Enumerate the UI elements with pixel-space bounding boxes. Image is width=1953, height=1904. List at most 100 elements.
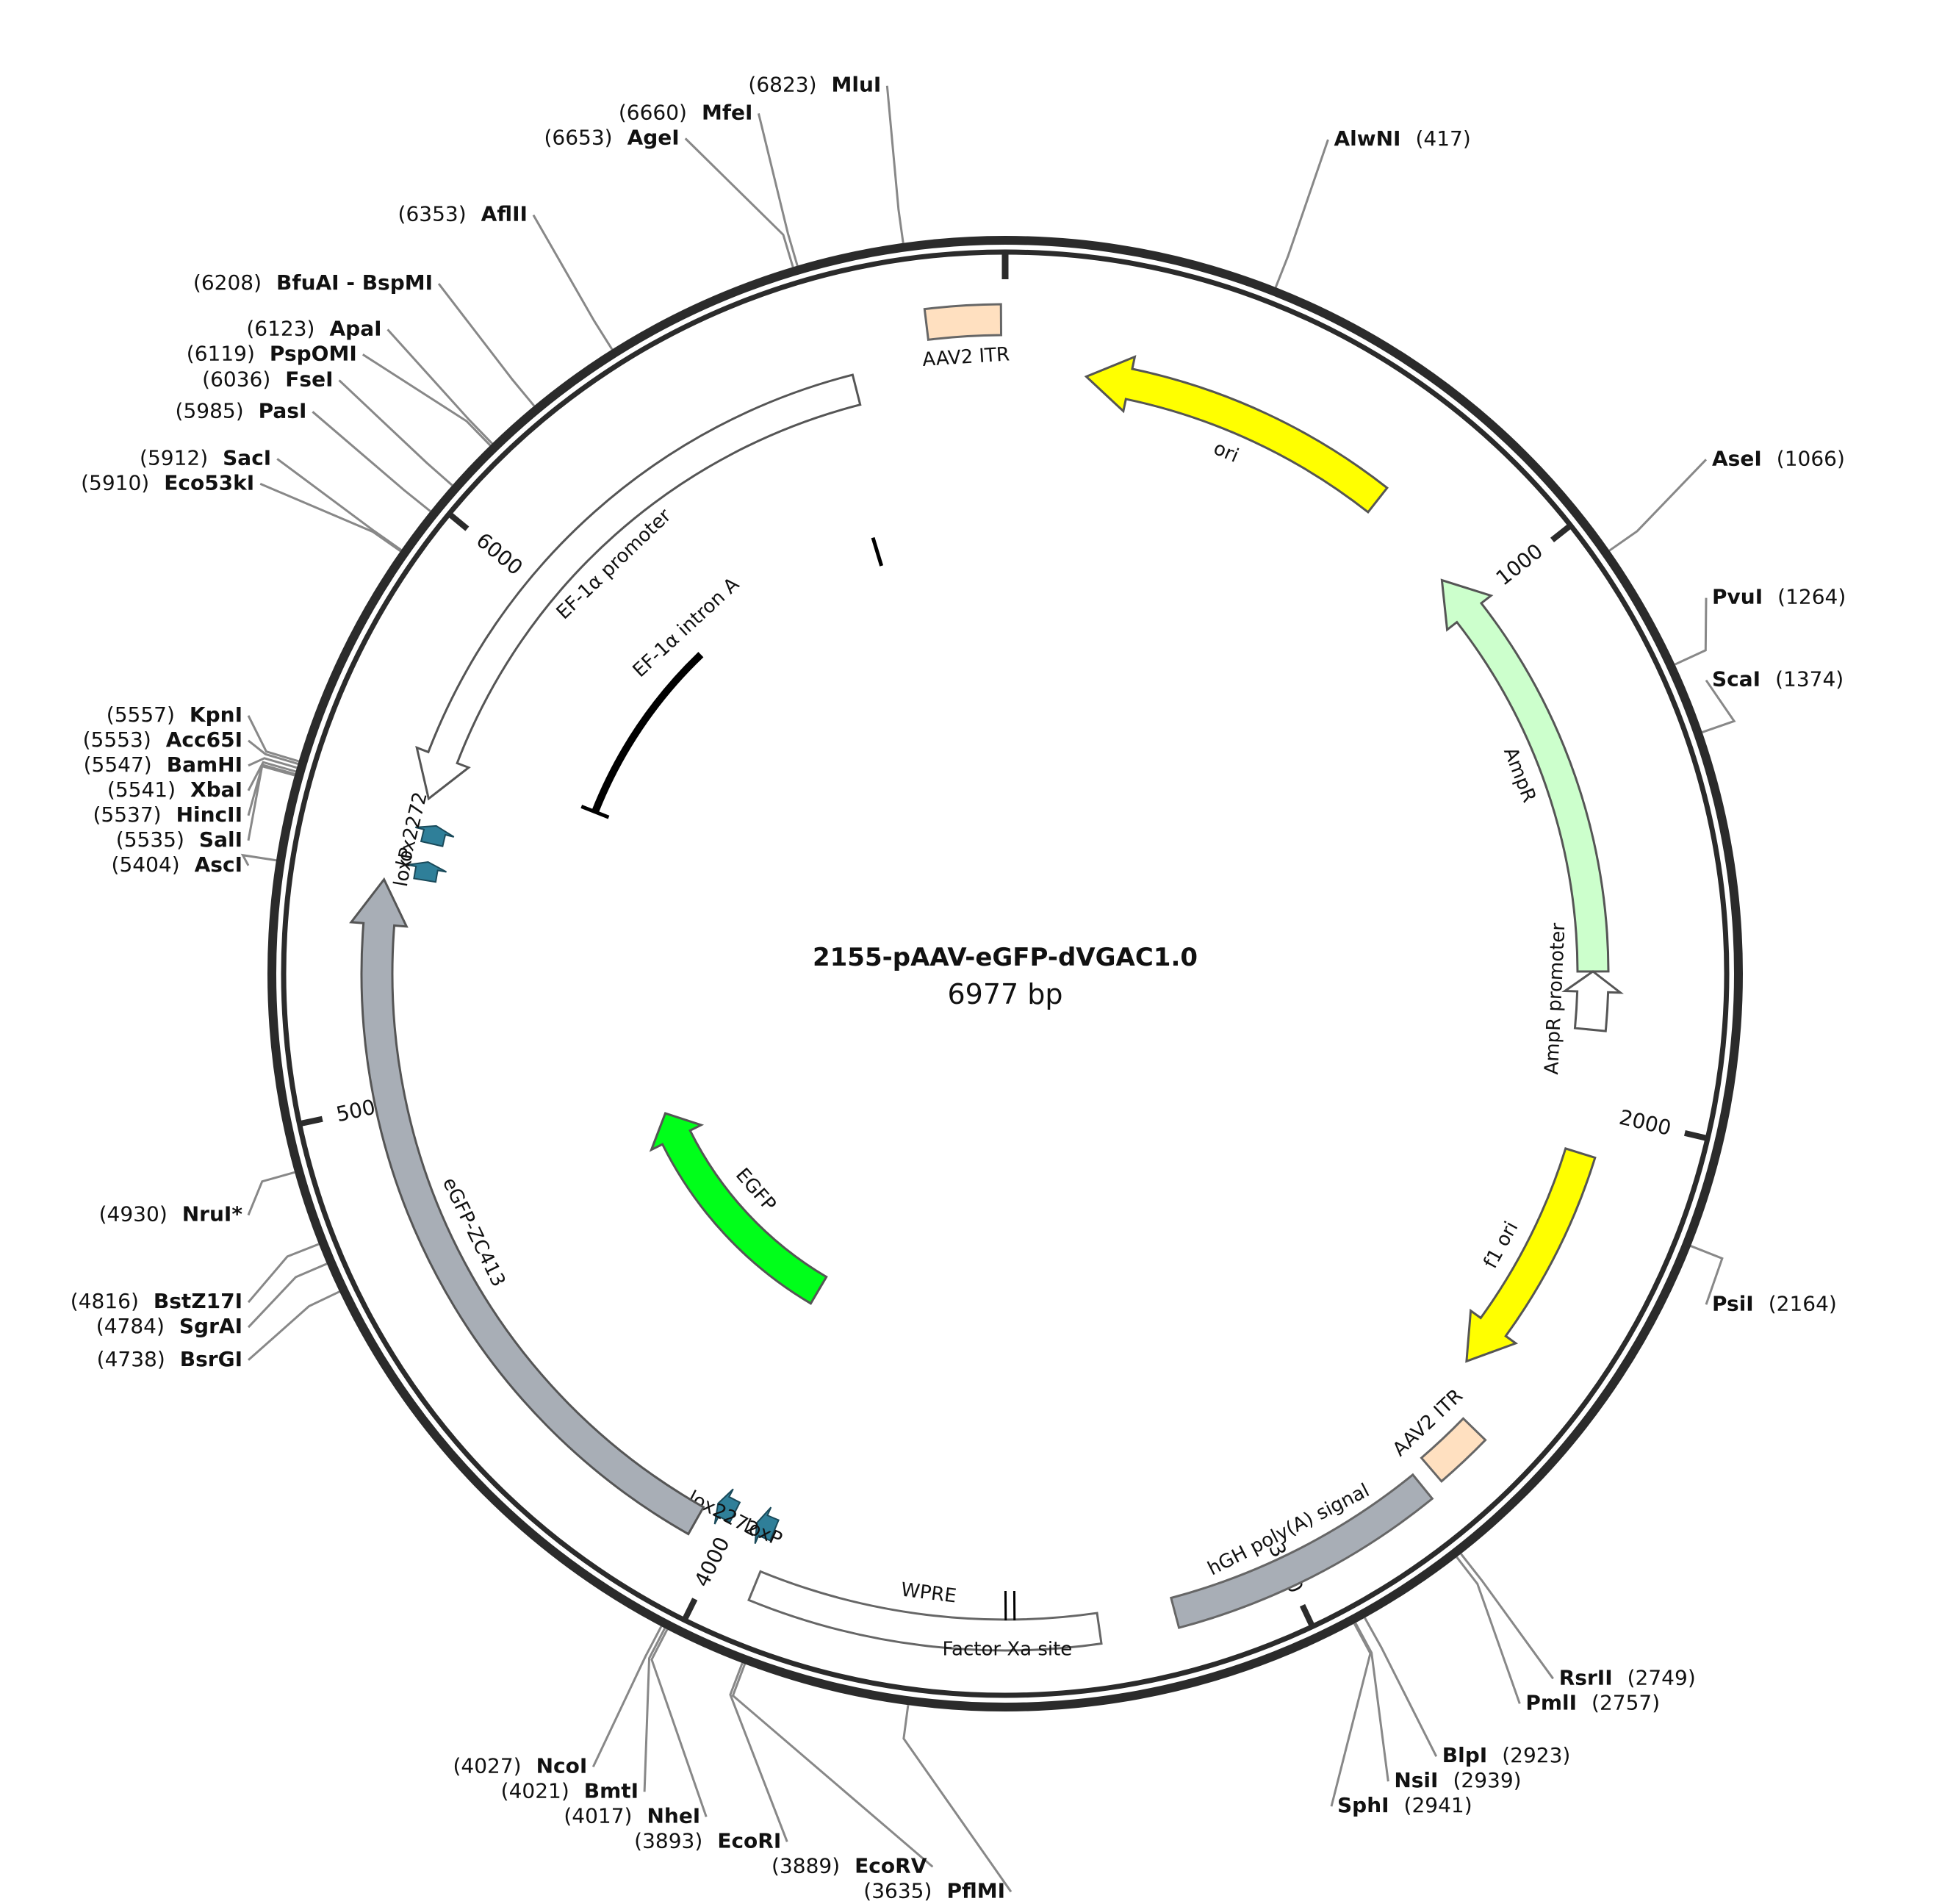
tick-label: 6000 — [472, 528, 528, 580]
feature-factor-xa-site: Factor Xa site — [942, 1590, 1072, 1660]
site-rsrii: RsrII(2749) — [1559, 1665, 1696, 1689]
site-name: Eco53kI — [164, 470, 254, 495]
svg-text:(2939): (2939) — [1453, 1768, 1521, 1792]
site-acc65i: Acc65I(5553) — [83, 728, 242, 752]
site-bamhi: BamHI (5547) — [84, 752, 242, 777]
site-position: 6660 — [627, 100, 679, 124]
site-position: 1066 — [1785, 446, 1837, 470]
svg-text:(5541): (5541) — [107, 777, 176, 802]
site-nsii: NsiI(2939) — [1394, 1768, 1521, 1792]
site-name: PflMI — [946, 1878, 1005, 1903]
tick-5000 — [300, 1116, 323, 1127]
site-position: 4021 — [509, 1778, 561, 1803]
site-line-ecori — [729, 1662, 788, 1842]
site-position: 6036 — [210, 367, 262, 391]
site-line-apai — [386, 328, 493, 445]
site-name: AgeI — [627, 125, 680, 149]
site-line-asci — [240, 853, 277, 866]
site-position: 6123 — [254, 316, 306, 340]
site-position: 6823 — [756, 73, 808, 97]
site-name: XbaI — [190, 777, 242, 802]
site-name: PsiI — [1712, 1291, 1754, 1315]
site-line-ncoi — [591, 1625, 663, 1767]
tick-6000 — [448, 512, 470, 531]
site-name: AlwNI — [1334, 126, 1400, 151]
site-line-kpni — [247, 715, 299, 763]
feature-ampr-promoter: AmpR promoter — [1541, 922, 1624, 1075]
site-pmli: PmlI(2757) — [1525, 1690, 1660, 1714]
svg-text:(5912): (5912) — [140, 445, 208, 470]
site-name: EcoRI — [717, 1828, 781, 1853]
site-line-ecorv — [731, 1663, 934, 1868]
site-pasi: PasI(5985) — [176, 398, 307, 423]
svg-text:(6119): (6119) — [187, 341, 255, 365]
site-name: AscI — [195, 852, 242, 877]
svg-text:(2923): (2923) — [1502, 1743, 1570, 1767]
site-line-rsrii — [1460, 1553, 1554, 1680]
site-bfuai-bspmi: BfuAI - BspMI(6208) — [193, 270, 433, 295]
site-saci: SacI(5912) — [140, 445, 271, 470]
tick-label: 1000 — [1492, 539, 1547, 590]
backbone-inner-ring — [281, 249, 1730, 1698]
svg-text:(2941): (2941) — [1404, 1793, 1472, 1817]
site-name: ApaI — [329, 316, 381, 340]
site-line-bamhi — [248, 757, 298, 769]
site-line-pasi — [312, 411, 431, 512]
site-position: 5553 — [91, 728, 143, 752]
site-name: BsrGI — [180, 1347, 242, 1371]
feature-label: WPRE — [899, 1579, 957, 1608]
site-position: 5537 — [101, 802, 153, 827]
svg-text:(4017): (4017) — [564, 1803, 632, 1828]
feature-label: ori — [1210, 437, 1242, 467]
site-position: 5535 — [124, 827, 176, 852]
site-line-sali — [247, 764, 295, 841]
site-kpni: KpnI(5557) — [107, 703, 242, 727]
feature-egfp-zc413: eGFP-ZC413 — [349, 877, 705, 1536]
plasmid-name: 2155-pAAV-eGFP-dVGAC1.0 — [813, 943, 1198, 972]
svg-text:(6660): (6660) — [619, 100, 687, 124]
svg-text:(417): (417) — [1415, 126, 1470, 151]
site-position: 2941 — [1411, 1793, 1464, 1817]
svg-text:(5553): (5553) — [83, 728, 151, 752]
site-xbai: XbaI (5541) — [107, 777, 242, 802]
site-name: AseI — [1712, 446, 1762, 470]
site-sgrai: SgrAI(4784) — [96, 1314, 242, 1338]
site-position: 1264 — [1785, 585, 1838, 609]
site-line-eco53ki — [259, 483, 401, 553]
site-name: PvuI — [1712, 585, 1763, 609]
svg-text:(6036): (6036) — [202, 367, 270, 391]
site-position: 2164 — [1777, 1291, 1829, 1315]
svg-text:(4816): (4816) — [71, 1289, 139, 1313]
site-position: 5985 — [183, 398, 235, 423]
site-sali: SalI(5535) — [116, 827, 242, 852]
site-bsrgi: BsrGI(4738) — [97, 1347, 242, 1371]
site-position: 1374 — [1783, 667, 1835, 691]
site-blpi: BlpI(2923) — [1442, 1743, 1571, 1767]
site-nhei: NheI(4017) — [564, 1803, 700, 1828]
feature-aav2-itr: AAV2 ITR — [921, 303, 1010, 371]
site-name: KpnI — [190, 703, 242, 727]
svg-text:(4930): (4930) — [99, 1202, 168, 1226]
tick-3000 — [1299, 1603, 1314, 1627]
site-nrui: NruI*(4930) — [99, 1202, 243, 1226]
site-name: BamHI — [167, 752, 242, 777]
site-name: MfeI — [702, 100, 752, 124]
site-pvui: PvuI(1264) — [1712, 585, 1846, 609]
svg-text:(6208): (6208) — [193, 270, 262, 295]
site-line-alwni — [1274, 139, 1329, 288]
site-ecori: EcoRI(3893) — [634, 1828, 781, 1853]
site-pflmi: PflMI(3635) — [863, 1878, 1005, 1903]
restriction-site-lines — [240, 85, 1736, 1893]
feature-egfp: EGFP — [649, 1112, 828, 1305]
svg-text:(5547): (5547) — [84, 752, 152, 777]
svg-text:(4021): (4021) — [501, 1778, 569, 1803]
site-line-bsrgi — [248, 1290, 340, 1361]
site-name: HincII — [176, 802, 242, 827]
site-position: 5541 — [115, 777, 168, 802]
tick-2000 — [1684, 1129, 1708, 1141]
svg-text:(4027): (4027) — [453, 1753, 521, 1778]
site-name: SphI — [1337, 1793, 1389, 1817]
site-line-pvui — [1674, 597, 1708, 666]
site-name: PmlI — [1525, 1690, 1577, 1714]
site-pspomi: PspOMI(6119) — [187, 341, 357, 365]
